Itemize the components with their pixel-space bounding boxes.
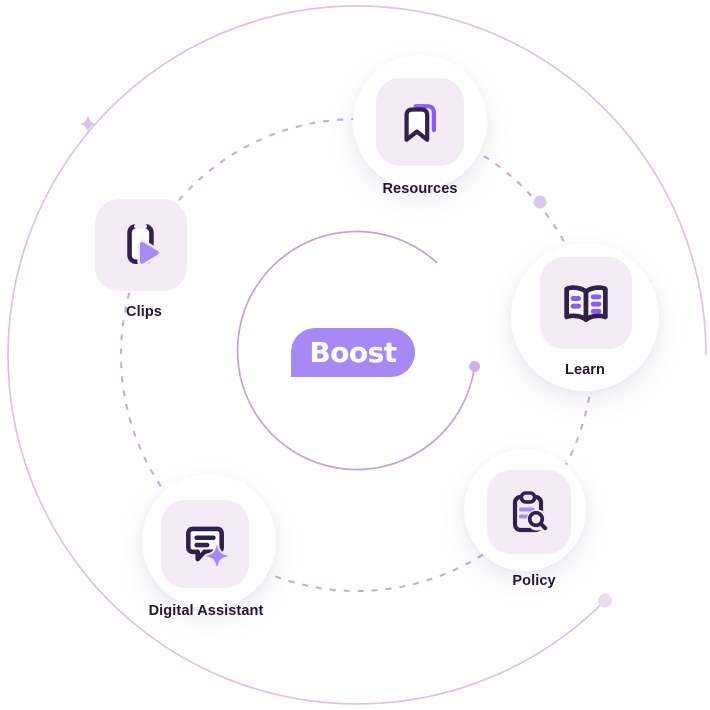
phone-play-icon xyxy=(127,223,162,267)
feature-learn[interactable] xyxy=(540,257,632,349)
feature-clips[interactable] xyxy=(95,199,187,291)
outer-orbit-ring xyxy=(7,5,707,705)
clipboard-search-icon xyxy=(512,491,548,533)
feature-resources[interactable] xyxy=(376,78,464,166)
boost-wordmark: Boost xyxy=(309,336,397,369)
inner-orbit-ring xyxy=(236,230,476,471)
middle-orbit-dot xyxy=(533,195,547,209)
inner-orbit-dot xyxy=(469,361,480,372)
feature-policy[interactable] xyxy=(487,470,571,554)
bookmark-stack-icon xyxy=(404,104,437,142)
boost-logo-badge: Boost xyxy=(291,328,415,377)
open-book-icon xyxy=(564,285,608,323)
learn-label: Learn xyxy=(565,362,605,378)
chat-sparkle-icon xyxy=(186,526,230,569)
sparkle-marker xyxy=(79,115,97,133)
feature-digital-assistant[interactable] xyxy=(161,500,249,588)
resources-label: Resources xyxy=(382,181,458,197)
digital-assistant-label: Digital Assistant xyxy=(148,603,264,619)
clips-label: Clips xyxy=(126,304,162,320)
policy-label: Policy xyxy=(512,573,556,589)
outer-orbit-dot xyxy=(598,593,612,608)
